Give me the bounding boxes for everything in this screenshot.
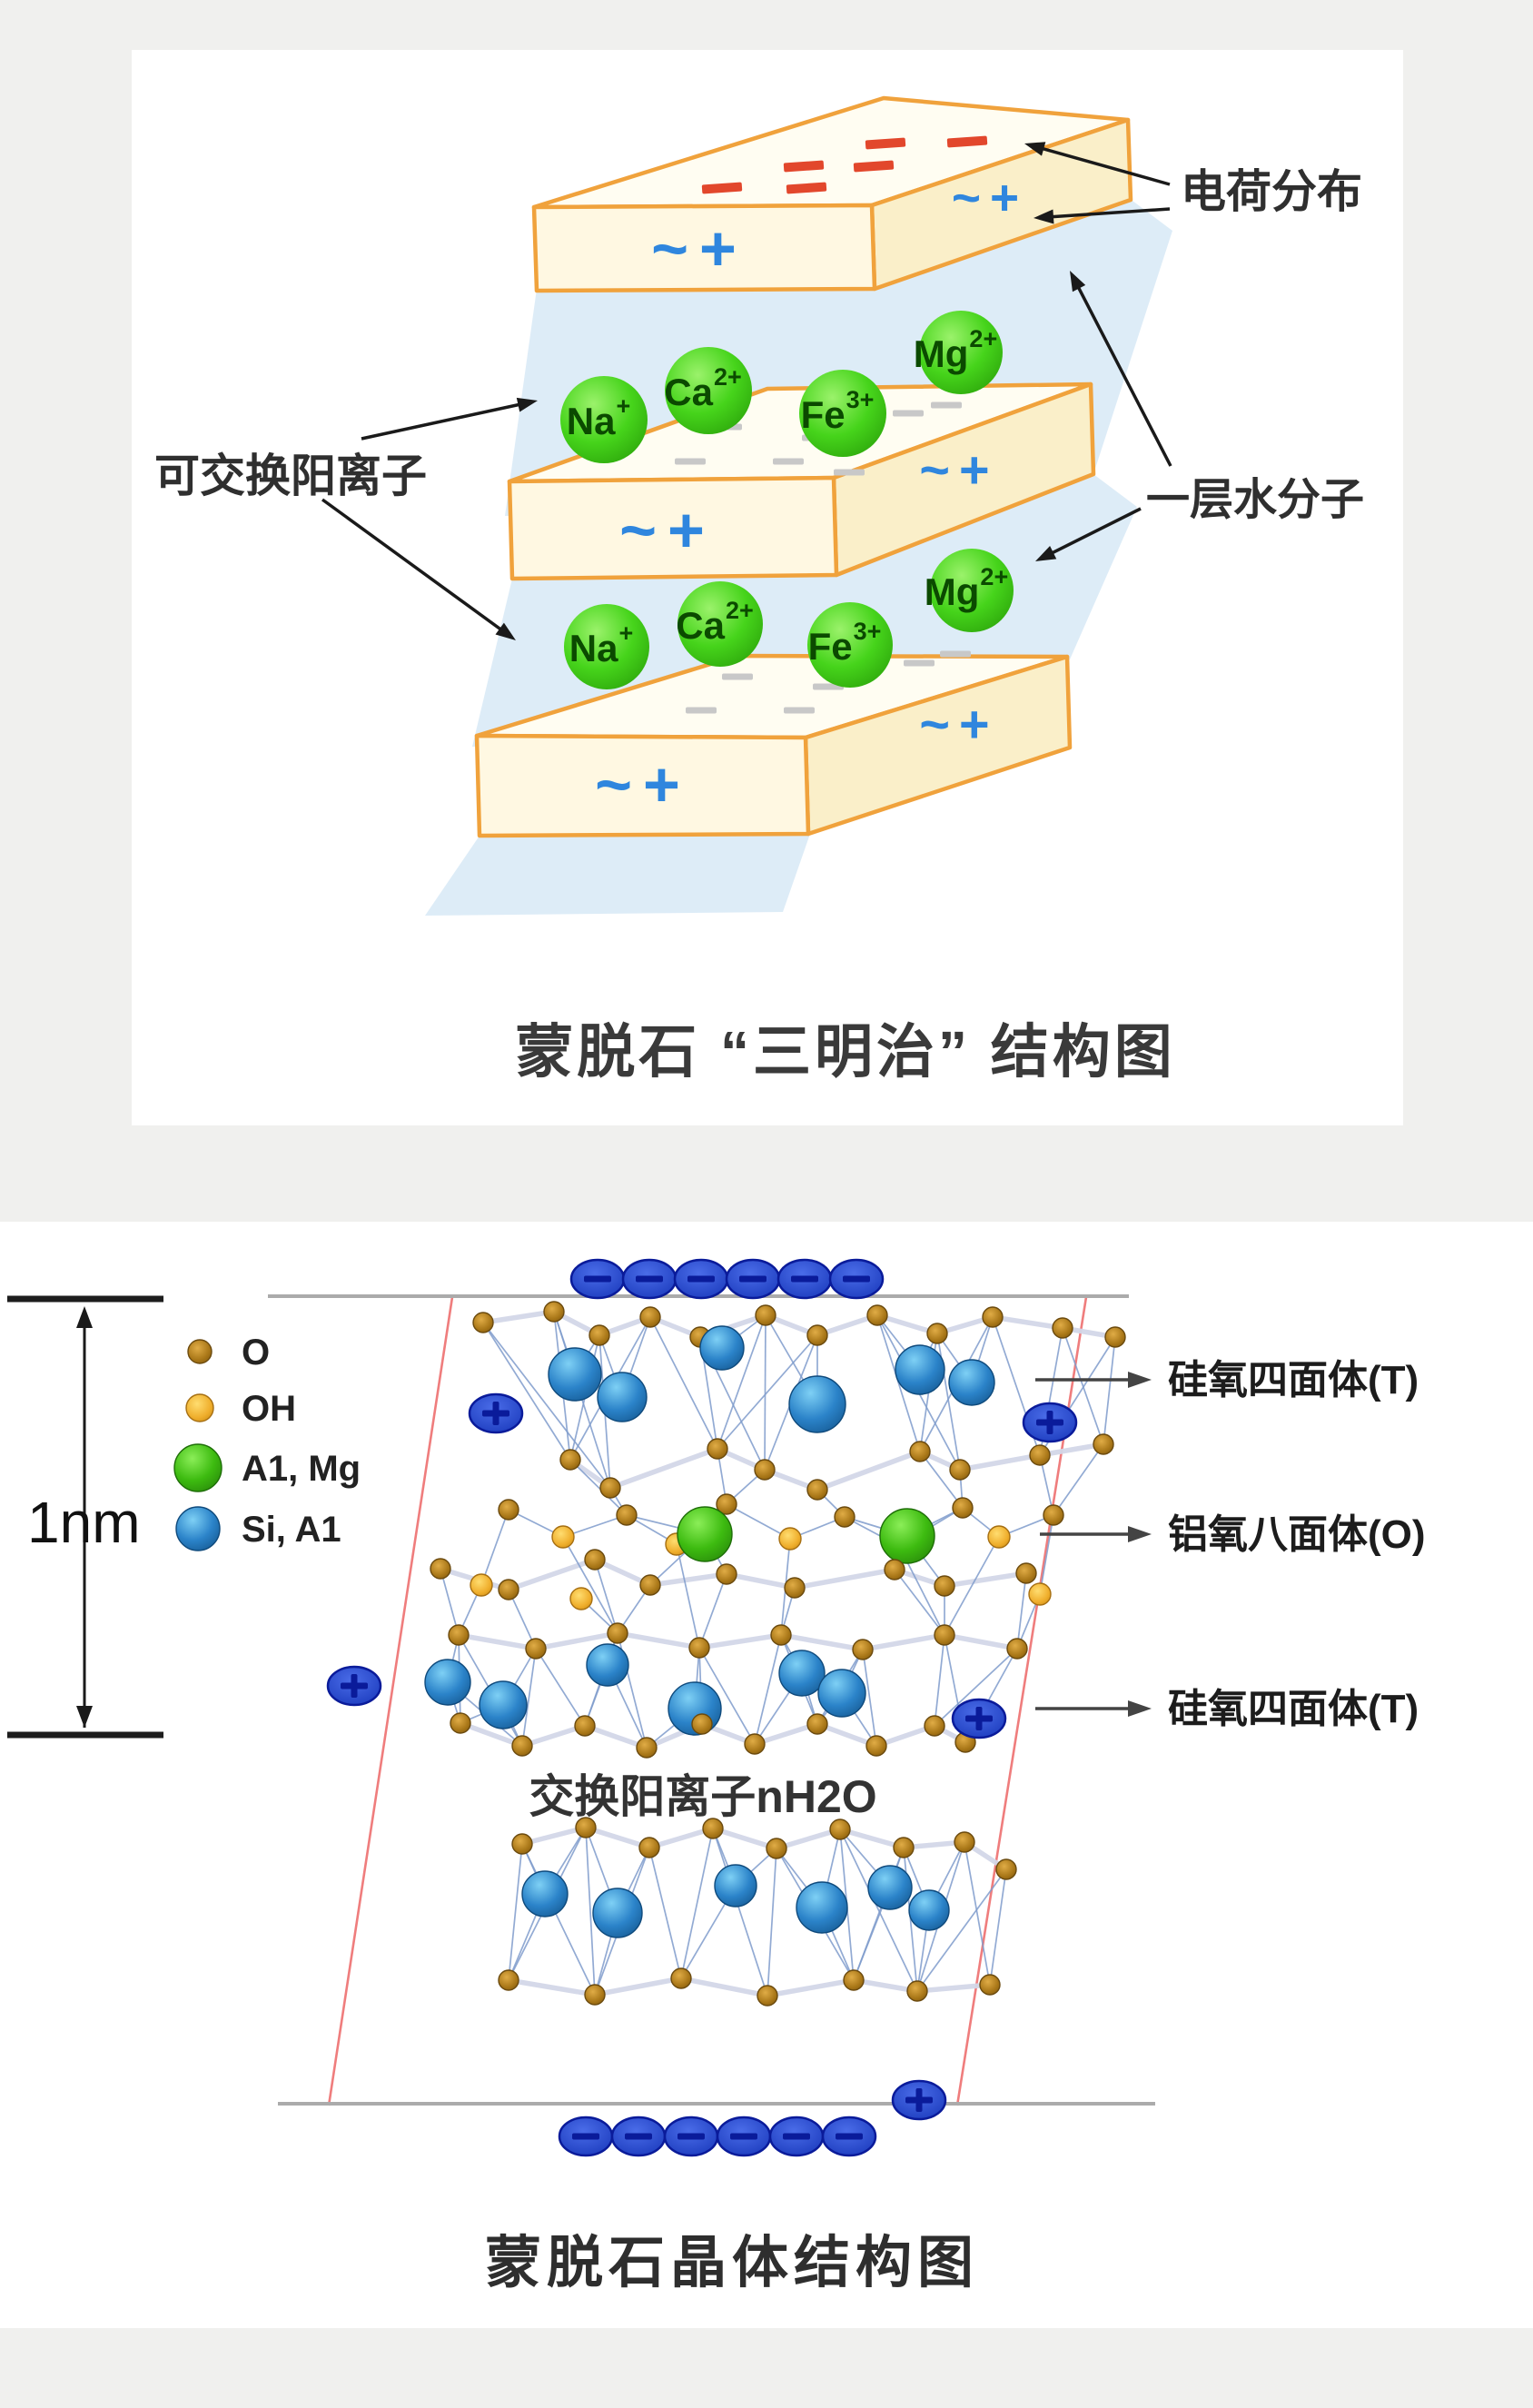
legend-O-label: O <box>242 1333 270 1372</box>
svg-text:Mg2+: Mg2+ <box>914 325 997 375</box>
octahedron-label: 铝氧八面体(O) <box>1168 1512 1426 1557</box>
svg-text:Ca2+: Ca2+ <box>676 597 754 647</box>
svg-text:Na+: Na+ <box>567 392 630 442</box>
interlayer-cation-label: 交换阳离子nH2O <box>529 1771 876 1822</box>
figure1-title: 蒙脱石 “三明治” 结构图 <box>515 1019 1176 1085</box>
figure1-shapes: Na+ Ca2+ Fe3+ Mg2+ Na+ Ca2+ Fe3+ Mg2+ ~+ ~+ ~+ ~+ ~+… <box>321 95 1172 916</box>
legend-SiAl-label: Si, A1 <box>242 1510 341 1550</box>
svg-text:Fe3+: Fe3+ <box>808 618 882 668</box>
svg-text:Na+: Na+ <box>569 619 633 669</box>
scale-1nm-label: 1nm <box>27 1490 141 1555</box>
figure2-shapes <box>7 1258 1155 2157</box>
exchangeable-cations-label: 可交换阳离子 <box>154 451 427 501</box>
figure2-title: 蒙脱石晶体结构图 <box>485 2232 979 2294</box>
svg-text:~+: ~+ <box>619 495 716 566</box>
charge-distribution-label: 电荷分布 <box>1181 166 1362 217</box>
svg-text:~+: ~+ <box>595 749 691 820</box>
svg-text:Fe3+: Fe3+ <box>801 386 875 436</box>
legend-AlMg-label: A1, Mg <box>242 1449 361 1489</box>
svg-text:~+: ~+ <box>651 213 747 284</box>
svg-text:Mg2+: Mg2+ <box>925 563 1008 613</box>
tetrahedron-bottom-label: 硅氧四面体(T) <box>1168 1687 1419 1731</box>
tetrahedron-top-label: 硅氧四面体(T) <box>1168 1358 1419 1402</box>
svg-text:~+: ~+ <box>919 441 998 500</box>
water-layer-label: 一层水分子 <box>1146 476 1364 524</box>
svg-text:~+: ~+ <box>952 169 1028 225</box>
svg-text:~+: ~+ <box>919 696 998 754</box>
legend-OH-label: OH <box>242 1389 296 1429</box>
svg-text:Ca2+: Ca2+ <box>664 363 742 413</box>
